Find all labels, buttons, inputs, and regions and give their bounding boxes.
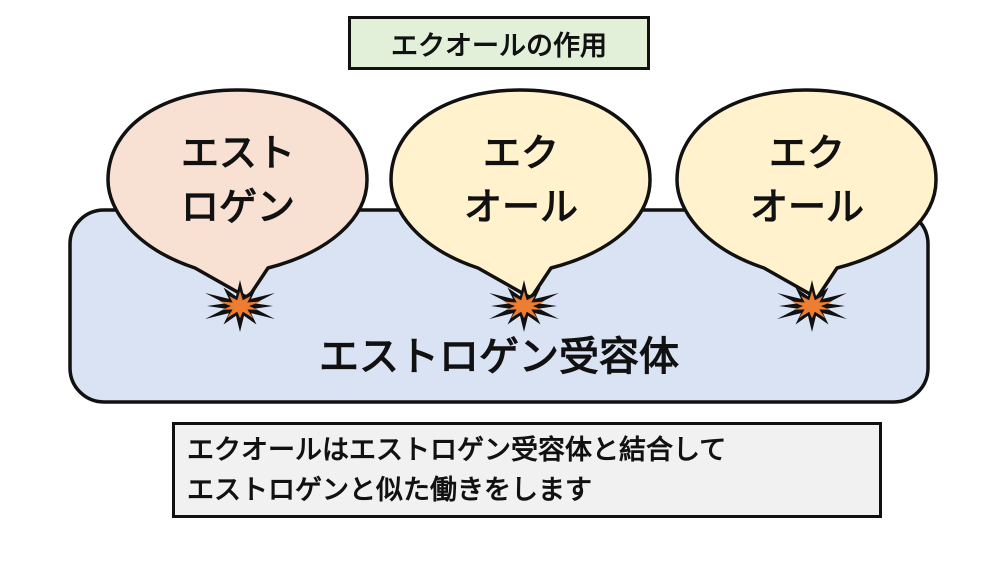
- equol-bubble-2-shape: [675, 88, 938, 300]
- caption-box: エクオールはエストロゲン受容体と結合して エストロゲンと似た働きをします: [172, 422, 882, 518]
- estrogen-bubble: エスト ロゲン: [106, 88, 369, 300]
- burst-inner-2: [502, 291, 546, 319]
- equol-bubble-2-line1: エク: [769, 131, 845, 175]
- estrogen-bubble-shape: [106, 88, 369, 300]
- binding-bursts: [205, 280, 847, 332]
- estrogen-bubble-line1: エスト: [181, 131, 295, 175]
- equol-bubble-1: エク オール: [389, 88, 652, 300]
- receptor-label: エストロゲン受容体: [319, 334, 679, 380]
- caption-line-2: エストロゲンと似た働きをします: [187, 475, 592, 506]
- burst-inner-3: [790, 291, 834, 319]
- equol-bubble-2-line2: オール: [750, 185, 864, 229]
- explosion-burst-icon: [777, 280, 847, 332]
- burst-inner-1: [218, 291, 262, 319]
- equol-bubble-2: エク オール: [675, 88, 938, 300]
- estrogen-bubble-line2: ロゲン: [181, 185, 295, 229]
- equol-bubble-1-line1: エク: [483, 131, 559, 175]
- equol-bubble-1-shape: [389, 88, 652, 300]
- equol-bubble-1-line2: オール: [464, 185, 578, 229]
- caption-line-1: エクオールはエストロゲン受容体と結合して: [187, 435, 727, 466]
- explosion-burst-icon: [489, 280, 559, 332]
- explosion-burst-icon: [205, 280, 275, 332]
- diagram-title: エクオールの作用: [348, 16, 650, 70]
